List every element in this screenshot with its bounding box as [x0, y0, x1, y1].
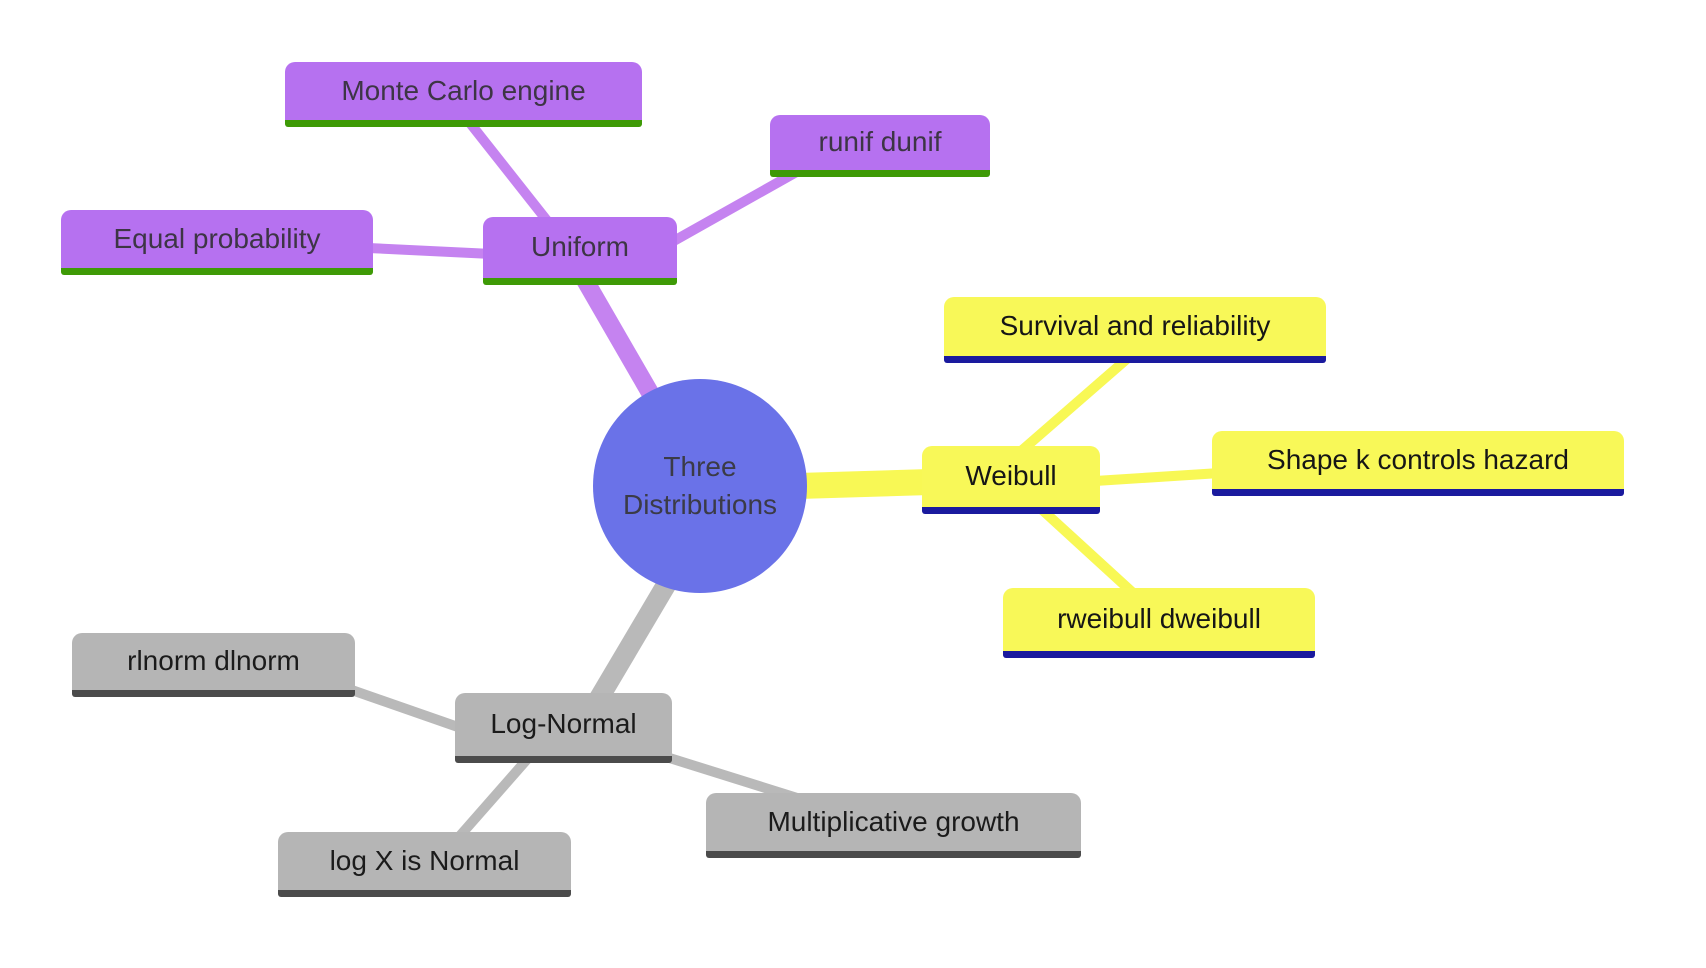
node-label: Multiplicative growth	[767, 805, 1020, 837]
topic-node-uniform[interactable]: Uniform	[483, 217, 677, 285]
node-multiplicative-growth[interactable]: Multiplicative growth	[706, 793, 1081, 858]
node-survival-and-reliability[interactable]: Survival and reliability	[944, 297, 1326, 363]
node-label: rweibull dweibull	[1057, 603, 1261, 635]
node-log-x-is-normal[interactable]: log X is Normal	[278, 832, 571, 897]
root-label-line1: Three	[663, 451, 737, 483]
node-label: Weibull	[965, 460, 1057, 492]
topic-node-log-normal[interactable]: Log-Normal	[455, 693, 672, 763]
node-label: log X is Normal	[329, 844, 520, 876]
root-node-three-distributions[interactable]: Three Distributions	[593, 379, 807, 593]
edge-weibull-rweibull	[1034, 502, 1136, 596]
root-label-line2: Distributions	[622, 489, 778, 520]
node-label: Monte Carlo engine	[341, 74, 586, 106]
node-monte-carlo-engine[interactable]: Monte Carlo engine	[285, 62, 642, 127]
edge-root-weibull	[797, 469, 931, 499]
node-label: runif dunif	[818, 126, 942, 158]
edge-weibull-survival	[1016, 354, 1132, 456]
edge-log-normal-log-x	[454, 752, 534, 842]
node-label: Uniform	[530, 231, 629, 263]
edge-uniform-equal-probability	[367, 243, 493, 259]
edge-root-log-normal	[589, 569, 681, 706]
node-equal-probability[interactable]: Equal probability	[61, 210, 373, 275]
edge-uniform-runif	[669, 165, 803, 247]
edge-uniform-monte-carlo	[462, 114, 560, 236]
node-label: Survival and reliability	[999, 310, 1271, 342]
topic-node-weibull[interactable]: Weibull	[922, 446, 1100, 514]
node-label: rlnorm dlnorm	[127, 645, 300, 677]
node-label: Log-Normal	[490, 708, 637, 740]
node-runif-dunif[interactable]: runif dunif	[770, 115, 990, 177]
edge-root-uniform	[570, 263, 668, 415]
node-rlnorm-dlnorm[interactable]: rlnorm dlnorm	[72, 633, 355, 697]
node-rweibull-dweibull[interactable]: rweibull dweibull	[1003, 588, 1315, 658]
edge-weibull-shape-k	[1094, 468, 1221, 486]
node-label: Equal probability	[113, 222, 321, 254]
node-label: Shape k controls hazard	[1267, 443, 1569, 475]
node-shape-k-controls-hazard[interactable]: Shape k controls hazard	[1212, 431, 1624, 496]
